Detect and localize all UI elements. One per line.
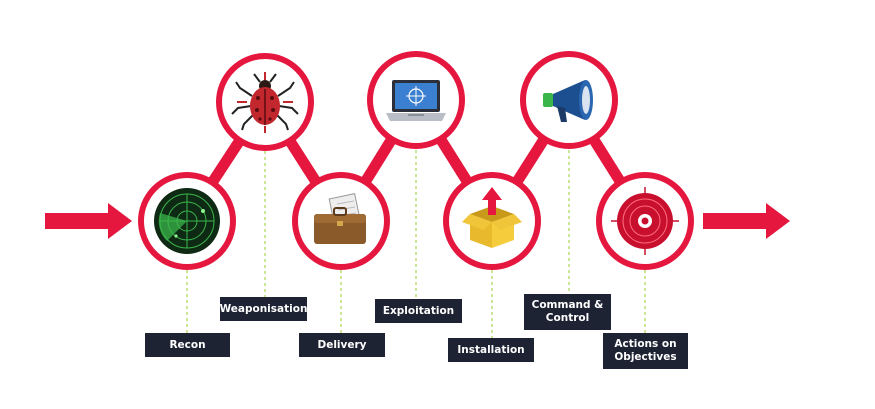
- label-delivery: Delivery: [299, 333, 385, 357]
- label-recon: Recon: [145, 333, 230, 357]
- leader-lines: [186, 150, 646, 338]
- label-command-control: Command & Control: [524, 294, 611, 330]
- exit-arrow: [703, 203, 790, 239]
- label-actions-on-objectives: Actions on Objectives: [603, 333, 688, 369]
- label-weaponisation: Weaponisation: [220, 297, 307, 321]
- label-exploitation: Exploitation: [375, 299, 462, 323]
- laptop-target-icon: [386, 80, 446, 121]
- target-icon: [611, 187, 679, 255]
- briefcase-icon: [314, 193, 366, 244]
- bug-icon: [231, 72, 299, 133]
- label-installation: Installation: [448, 338, 534, 362]
- radar-icon: [154, 188, 220, 254]
- entry-arrow: [45, 203, 132, 239]
- megaphone-icon: [543, 80, 593, 122]
- box-arrow-icon: [462, 187, 522, 248]
